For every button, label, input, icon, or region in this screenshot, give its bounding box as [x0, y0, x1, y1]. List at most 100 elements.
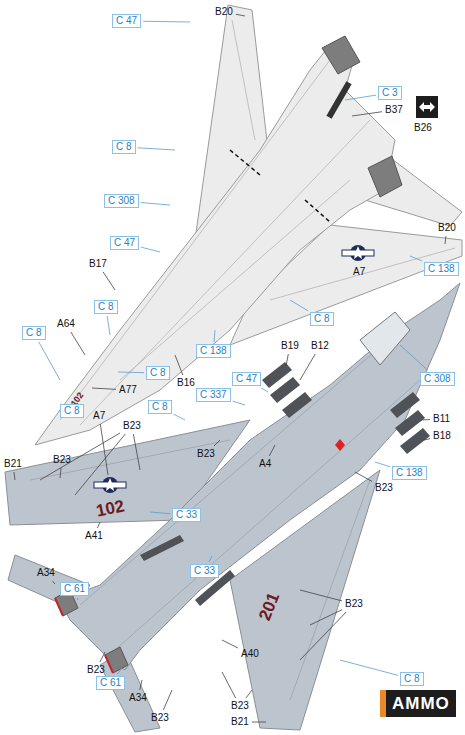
- callout-number: B20: [214, 6, 234, 18]
- color-callout: C 33: [190, 564, 219, 578]
- brand-logo: AMMO: [380, 690, 456, 717]
- color-callout: C 308: [420, 372, 455, 386]
- leader-line: [290, 300, 308, 311]
- leader-line: [97, 522, 100, 528]
- leader-line: [300, 354, 315, 380]
- callout-number: B23: [52, 454, 72, 466]
- callout-number: B23: [86, 664, 106, 676]
- color-callout: C 8: [22, 326, 46, 340]
- leader-line: [140, 680, 142, 690]
- leader-line: [310, 610, 342, 625]
- callout-number: B26: [413, 122, 433, 134]
- callout-number: B23: [344, 598, 364, 610]
- callout-number: A34: [36, 567, 56, 579]
- leader-line: [100, 424, 108, 475]
- leader-line: [352, 112, 382, 116]
- leader-line: [143, 21, 190, 23]
- color-callout: C 8: [148, 400, 172, 414]
- color-callout: C 61: [96, 676, 125, 690]
- callout-number: B23: [122, 420, 142, 432]
- color-callout: C 3: [378, 86, 402, 100]
- leader-line: [40, 433, 120, 480]
- color-callout: C 8: [60, 404, 84, 418]
- leader-line: [75, 434, 125, 495]
- leader-line: [209, 556, 212, 562]
- color-callout: C 47: [232, 372, 261, 386]
- callout-number: A34: [128, 692, 148, 704]
- leader-line: [103, 272, 115, 290]
- leader-line: [222, 640, 238, 648]
- callout-number: B18: [432, 430, 452, 442]
- callout-number: A40: [240, 648, 260, 660]
- leader-line: [163, 690, 172, 710]
- leader-line: [300, 612, 346, 660]
- callout-number: B23: [196, 448, 216, 460]
- leader-line: [233, 401, 245, 405]
- leader-line: [424, 439, 430, 440]
- leader-line: [107, 316, 110, 335]
- leader-line: [252, 722, 266, 723]
- leader-line: [400, 345, 427, 370]
- leader-line: [445, 236, 447, 244]
- callout-number: B12: [310, 340, 330, 352]
- leader-line: [71, 332, 85, 355]
- leader-line: [77, 598, 79, 600]
- callout-number: A64: [56, 318, 76, 330]
- leader-line: [340, 660, 398, 675]
- callout-number: A7: [92, 410, 106, 422]
- leader-line: [286, 354, 288, 366]
- leader-line: [174, 414, 185, 420]
- leader-line: [222, 672, 236, 698]
- color-callout: C 8: [112, 140, 136, 154]
- leader-line: [53, 581, 55, 584]
- leader-line: [118, 372, 144, 374]
- leader-line: [261, 388, 268, 392]
- leader-line: [138, 148, 175, 150]
- color-callout: C 47: [112, 14, 141, 28]
- leader-line: [214, 330, 216, 342]
- leader-line: [345, 95, 376, 100]
- callout-number: B20: [437, 222, 457, 234]
- callout-number: A41: [84, 530, 104, 542]
- leader-line: [14, 472, 15, 480]
- callout-number: A4: [258, 458, 272, 470]
- color-callout: C 8: [94, 300, 118, 314]
- callout-number: B23: [230, 700, 250, 712]
- color-callout: C 8: [310, 312, 334, 326]
- leader-line: [92, 388, 116, 389]
- leader-line: [300, 590, 342, 601]
- color-callout: C 8: [146, 366, 170, 380]
- color-callout: C 337: [196, 388, 231, 402]
- aircraft-number: 201: [256, 590, 282, 623]
- leader-line: [100, 652, 105, 662]
- callout-number: B17: [88, 258, 108, 270]
- leader-line: [60, 468, 61, 478]
- color-callout: C 138: [196, 344, 231, 358]
- callout-number: B37: [384, 104, 404, 116]
- leader-line: [375, 462, 390, 467]
- callout-number: A77: [118, 384, 138, 396]
- callout-number: B16: [176, 377, 196, 389]
- color-callout: C 47: [110, 236, 139, 250]
- callout-number: B19: [280, 340, 300, 352]
- leader-line: [39, 342, 60, 380]
- leader-line: [236, 14, 245, 16]
- color-callout: C 33: [172, 508, 201, 522]
- leader-line: [246, 690, 252, 698]
- leader-line: [141, 247, 160, 252]
- leader-line: [410, 256, 422, 261]
- callout-number: B23: [374, 482, 394, 494]
- leader-line: [175, 355, 183, 375]
- color-callout: C 8: [400, 672, 424, 686]
- leader-line: [150, 512, 170, 514]
- callout-number: B21: [3, 458, 23, 470]
- leader-line: [117, 668, 122, 674]
- leader-line: [269, 445, 275, 456]
- callout-number: A7: [352, 266, 366, 278]
- callout-number: B23: [150, 712, 170, 724]
- color-callout: C 308: [104, 194, 139, 208]
- aircraft-number: 102: [95, 497, 126, 520]
- leader-line: [355, 472, 372, 481]
